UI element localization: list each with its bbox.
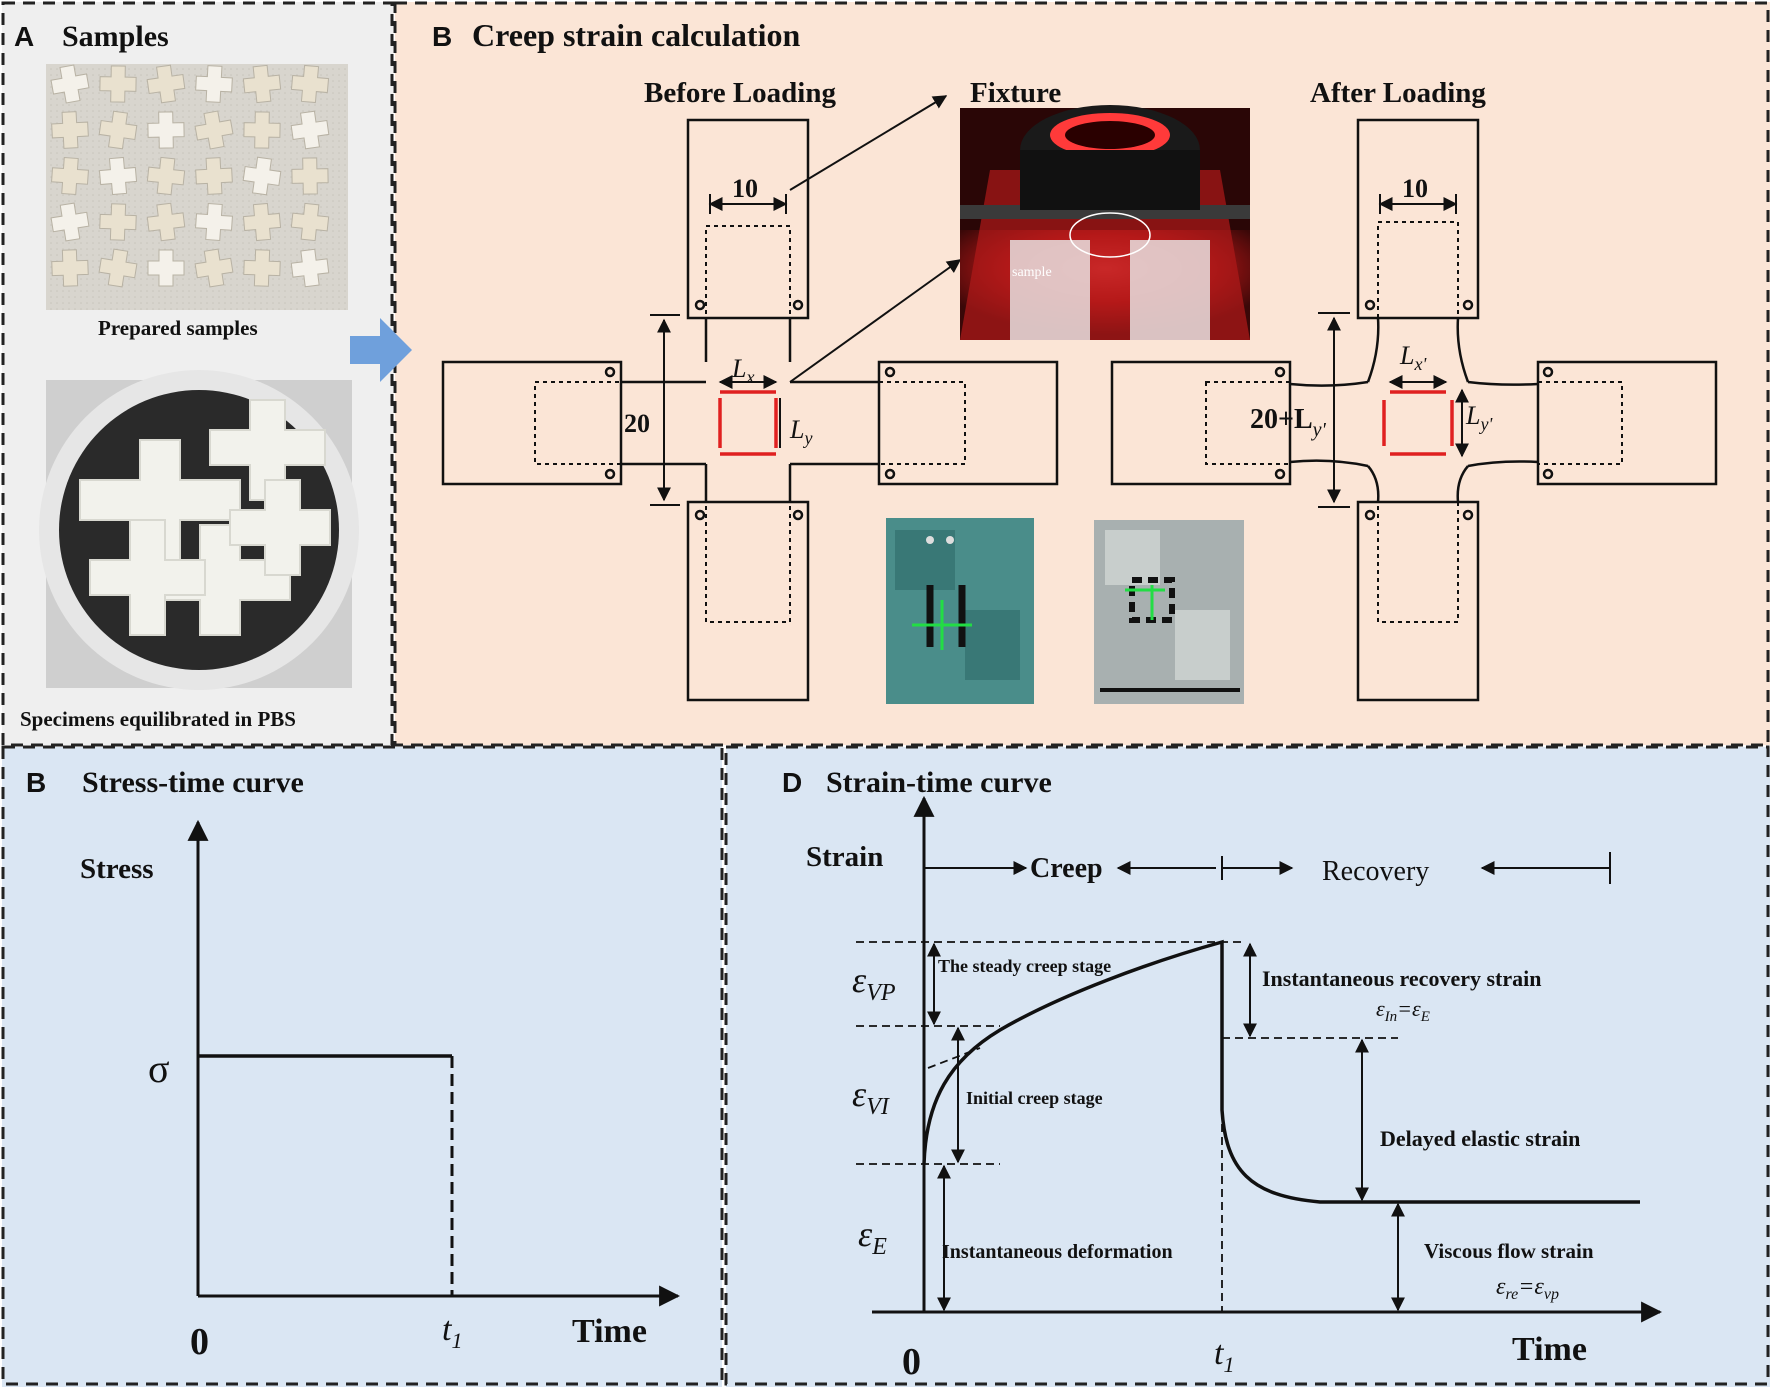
eps-vp-label: εVP xyxy=(852,960,896,1006)
panel-b-letter: B xyxy=(432,21,452,52)
strain-dimension-arrows xyxy=(927,942,1405,1312)
stress-y-label: Stress xyxy=(80,853,154,885)
sample-cross xyxy=(243,111,281,149)
strain-y-label: Strain xyxy=(806,841,883,873)
eps-vi-label: εVI xyxy=(852,1074,890,1120)
panel-a-title: Samples xyxy=(62,20,169,53)
strain-x-label: Time xyxy=(1512,1331,1587,1368)
before-loading-label: Before Loading xyxy=(644,77,836,109)
instant-recovery-label: Instantaneous recovery strain xyxy=(1262,966,1541,991)
before-dimension-lines xyxy=(650,95,962,506)
phase-arrows xyxy=(924,852,1611,884)
viscous-flow-label: Viscous flow strain xyxy=(1424,1239,1594,1263)
sample-cross xyxy=(290,202,330,242)
prepared-samples-caption: Prepared samples xyxy=(98,316,258,340)
before-strain-marks xyxy=(718,390,778,456)
strain-origin: 0 xyxy=(902,1341,921,1383)
viscous-flow-eq: εre=εvp xyxy=(1496,1274,1559,1303)
after-loading-label: After Loading xyxy=(1310,77,1486,109)
sample-cross xyxy=(51,111,89,149)
prepared-samples-photo xyxy=(46,64,348,310)
sample-cross xyxy=(290,64,330,104)
blue-arrow-icon xyxy=(350,318,412,382)
delayed-elastic-label: Delayed elastic strain xyxy=(1380,1126,1580,1151)
panel-d-title: Strain-time curve xyxy=(826,766,1052,799)
before-width-value: 10 xyxy=(732,174,758,203)
sigma-label: σ xyxy=(148,1046,170,1091)
sample-cross xyxy=(242,202,282,242)
panel-c-background xyxy=(2,747,722,1387)
recovery-label: Recovery xyxy=(1322,856,1429,887)
sample-cross xyxy=(290,248,330,288)
panel-a-letter: A xyxy=(14,21,34,52)
panel-d-letter: D xyxy=(782,767,802,798)
steady-stage-label: The steady creep stage xyxy=(938,956,1111,976)
sample-cross xyxy=(194,248,234,288)
sample-cross xyxy=(50,202,90,242)
sample-cross xyxy=(99,203,137,241)
instant-recovery-eq: εIn=εE xyxy=(1376,996,1430,1025)
sample-cross xyxy=(195,65,233,103)
sample-cross xyxy=(291,157,329,195)
ly-after-label: Ly' xyxy=(1465,401,1493,434)
ly-label: Ly xyxy=(789,415,812,448)
sample-cross xyxy=(147,111,185,149)
after-dimension-lines xyxy=(1318,194,1469,508)
sample-cross xyxy=(98,156,138,196)
strain-t1-label: t1 xyxy=(1214,1335,1234,1377)
after-width-value: 10 xyxy=(1402,174,1428,203)
sample-cross xyxy=(290,110,330,150)
instant-deformation-label: Instantaneous deformation xyxy=(942,1241,1173,1263)
panel-c-title: Stress-time curve xyxy=(82,766,304,799)
dic-image-before xyxy=(886,518,1034,704)
strain-curve xyxy=(922,939,1640,1204)
sample-cross xyxy=(50,64,90,104)
sample-cross xyxy=(51,157,89,195)
sample-cross xyxy=(147,249,185,287)
dic-image-after xyxy=(1094,520,1244,704)
lx-after-label: Lx' xyxy=(1399,341,1427,374)
before-height-value: 20 xyxy=(624,409,650,438)
sample-crosses xyxy=(50,64,330,288)
strain-axes xyxy=(872,795,1663,1323)
initial-stage-label: Initial creep stage xyxy=(966,1088,1103,1108)
sample-cross xyxy=(146,64,186,104)
stress-origin: 0 xyxy=(190,1321,209,1363)
sample-cross xyxy=(146,156,186,196)
stress-t1-label: t1 xyxy=(442,1311,462,1353)
eps-e-label: εE xyxy=(858,1214,887,1260)
sample-cross xyxy=(146,202,186,242)
fixture-sample-label: sample xyxy=(1012,265,1052,280)
sample-cross xyxy=(195,157,233,195)
after-strain-marks xyxy=(1382,390,1454,456)
panel-d-background xyxy=(726,747,1770,1387)
pbs-dish-photo xyxy=(39,370,359,690)
creep-label: Creep xyxy=(1030,853,1103,884)
sample-cross xyxy=(242,64,282,104)
fixture-photo: sample xyxy=(960,105,1250,340)
panel-b-title: Creep strain calculation xyxy=(472,17,800,53)
stress-x-label: Time xyxy=(572,1313,647,1350)
stress-axes xyxy=(187,819,681,1307)
pbs-caption: Specimens equilibrated in PBS xyxy=(20,707,296,731)
sample-cross xyxy=(98,248,138,288)
sample-cross xyxy=(242,156,282,196)
sample-cross xyxy=(195,203,233,241)
sample-cross xyxy=(194,110,234,150)
panel-c-letter: B xyxy=(26,767,46,798)
sample-cross xyxy=(99,65,137,103)
lx-label: Lx xyxy=(731,354,754,387)
sample-cross xyxy=(243,249,281,287)
sample-cross xyxy=(98,110,138,150)
after-height-value: 20+Ly' xyxy=(1250,404,1327,441)
sample-cross xyxy=(51,249,89,287)
fixture-label: Fixture xyxy=(970,77,1061,109)
